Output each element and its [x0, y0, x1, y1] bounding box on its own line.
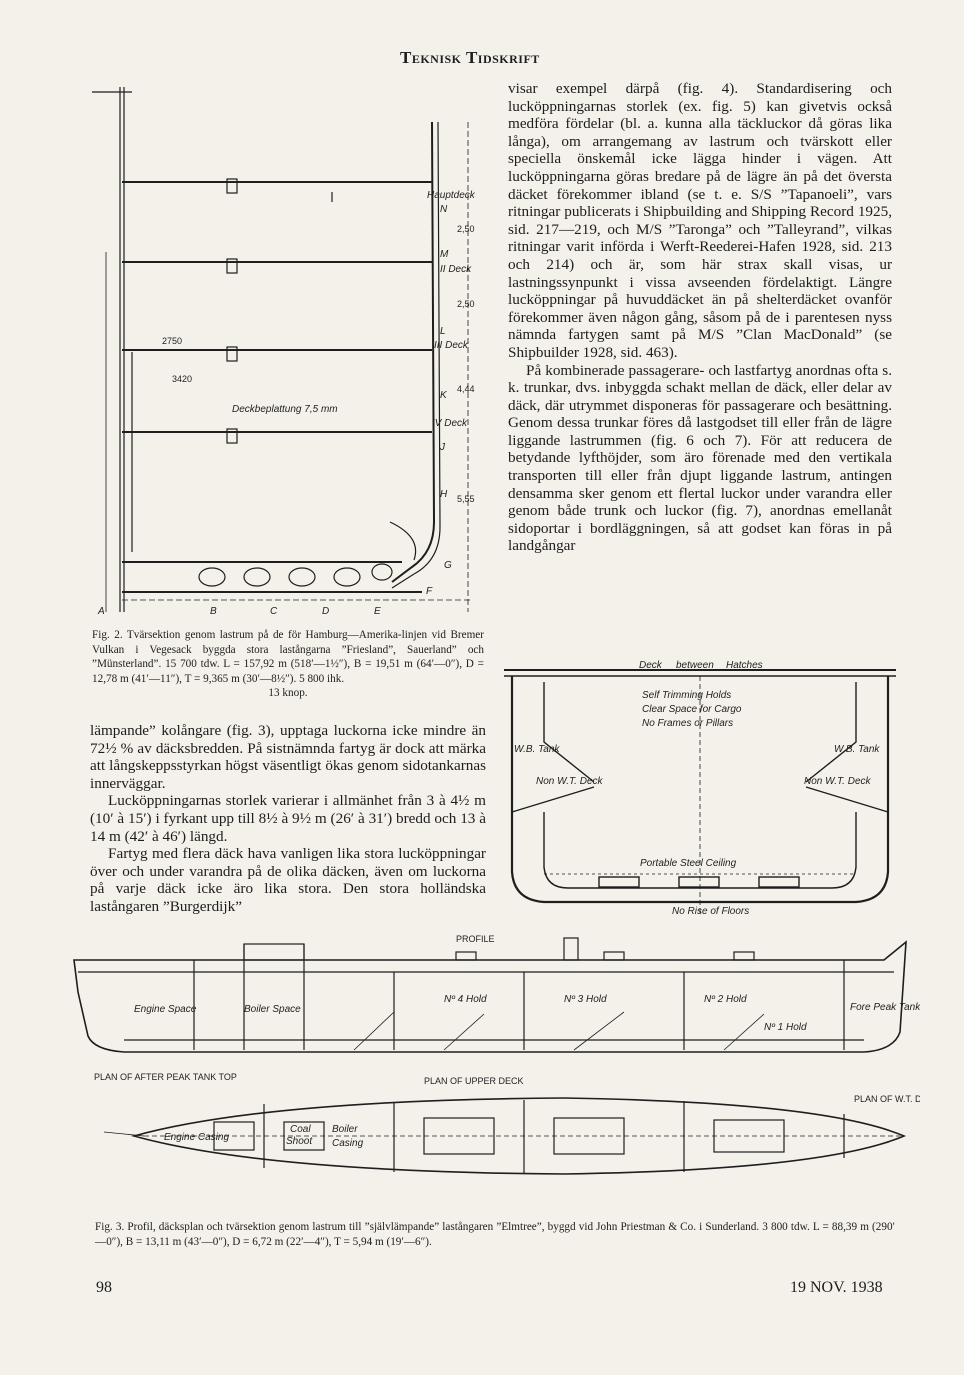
- fig2-label-iii-deck: III Deck: [434, 340, 469, 351]
- plan-label-casing: Casing: [332, 1138, 364, 1149]
- fig2-dim-250a: 2,50: [457, 224, 475, 234]
- fig2-label-c: C: [270, 606, 278, 617]
- fig2-dim-2750: 2750: [162, 336, 182, 346]
- plan-label-coal: Coal: [290, 1124, 311, 1135]
- profile-label-boiler: Boiler Space: [244, 1004, 301, 1015]
- fig2-label-k: K: [440, 390, 448, 401]
- section-label-no-frames: No Frames or Pillars: [642, 718, 733, 729]
- plan-upper-deck-title: PLAN OF UPPER DECK: [424, 1076, 524, 1086]
- section-label-no-rise: No Rise of Floors: [672, 906, 749, 917]
- figure-3-section: Deck between Hatches Self Trimming Holds…: [504, 652, 896, 920]
- fig2-dim-3420: 3420: [172, 374, 192, 384]
- fig2-label-h: H: [440, 489, 448, 500]
- issue-date: 19 NOV. 1938: [790, 1279, 883, 1296]
- figure-3-profile-and-plan: PROFILE Nº 4 Hold Nº 3 Hold Nº 2 Hold Nº…: [64, 932, 920, 1218]
- figure-2-caption: Fig. 2. Tvärsektion genom lastrum på de …: [92, 628, 484, 701]
- fig2-deckbeplattung: Deckbeplattung 7,5 mm: [232, 404, 338, 415]
- plan-label-boiler: Boiler: [332, 1124, 358, 1135]
- fig2-label-g: G: [444, 560, 452, 571]
- page-number: 98: [96, 1279, 112, 1296]
- fig2-label-e: E: [374, 606, 381, 617]
- fig2-label-b: B: [210, 606, 217, 617]
- figure-2-caption-main: Fig. 2. Tvärsektion genom lastrum på de …: [92, 629, 484, 685]
- fig2-label-hauptdeck: Hauptdeck: [427, 190, 476, 201]
- section-label-wb-tank-left: W.B. Tank: [514, 744, 560, 755]
- plan-label-shoot: Shoot: [286, 1136, 313, 1147]
- figure-3-profile-drawing: PROFILE Nº 4 Hold Nº 3 Hold Nº 2 Hold Nº…: [73, 934, 920, 1175]
- fig2-label-m: M: [440, 249, 449, 260]
- profile-label-hold3: Nº 3 Hold: [564, 994, 607, 1005]
- profile-label-fore-peak: Fore Peak Tank: [850, 1002, 920, 1013]
- section-label-deck: Deck: [639, 660, 663, 671]
- masthead: Teknisk Tidskrift: [400, 48, 540, 67]
- plan-fore-title: PLAN OF W.T. DECK: [854, 1094, 920, 1104]
- section-label-wb-tank-right: W.B. Tank: [834, 744, 880, 755]
- figure-2-cross-section: Hauptdeck N M II Deck L III Deck K IV De…: [92, 82, 492, 622]
- section-label-self-trimming: Self Trimming Holds: [642, 690, 731, 701]
- fig2-label-d: D: [322, 606, 329, 617]
- profile-label-engine: Engine Space: [134, 1004, 197, 1015]
- left-paragraph-1: lämpande” kolångare (fig. 3), upptaga lu…: [90, 722, 486, 792]
- right-paragraph-1: visar exempel därpå (fig. 4). Standardis…: [508, 80, 892, 361]
- fig2-label-f: F: [426, 586, 433, 597]
- section-label-between: between: [676, 660, 714, 671]
- fig2-label-iv-deck: IV Deck: [432, 418, 468, 429]
- fig2-label-ii-deck: II Deck: [440, 264, 472, 275]
- fig2-label-a: A: [97, 606, 105, 617]
- section-label-hatches: Hatches: [726, 660, 763, 671]
- right-column-text: visar exempel därpå (fig. 4). Standardis…: [508, 80, 892, 555]
- fig2-label-j: J: [439, 442, 446, 453]
- figure-2-drawing: Hauptdeck N M II Deck L III Deck K IV De…: [92, 87, 476, 617]
- section-label-clear-space: Clear Space for Cargo: [642, 704, 742, 715]
- left-column-text: lämpande” kolångare (fig. 3), upptaga lu…: [90, 722, 486, 916]
- plan-label-engine-casing: Engine Casing: [164, 1132, 229, 1143]
- fig2-label-l: L: [440, 326, 446, 337]
- profile-label-hold2: Nº 2 Hold: [704, 994, 747, 1005]
- figure-3-section-drawing: Deck between Hatches Self Trimming Holds…: [504, 660, 896, 917]
- right-paragraph-2: På kombinerade passagerare- och lastfart…: [508, 361, 892, 555]
- section-label-non-wt-left: Non W.T. Deck: [536, 776, 603, 787]
- left-paragraph-3: Fartyg med flera däck hava vanligen lika…: [90, 845, 486, 915]
- profile-label-hold4: Nº 4 Hold: [444, 994, 487, 1005]
- fig2-dim-250b: 2,50: [457, 299, 475, 309]
- fig2-dim-555: 5,55: [457, 494, 475, 504]
- left-paragraph-2: Lucköppningarnas storlek varierar i allm…: [90, 792, 486, 845]
- section-label-non-wt-right: Non W.T. Deck: [804, 776, 871, 787]
- profile-title: PROFILE: [456, 934, 495, 944]
- plan-after-peak-title: PLAN OF AFTER PEAK TANK TOP: [94, 1072, 237, 1082]
- fig2-label-n: N: [440, 204, 448, 215]
- figure-2-caption-end: 13 knop.: [268, 687, 308, 700]
- profile-label-hold1: Nº 1 Hold: [764, 1022, 807, 1033]
- figure-3-caption: Fig. 3. Profil, däcksplan och tvärsektio…: [95, 1221, 895, 1248]
- fig2-dim-444: 4,44: [457, 384, 475, 394]
- section-label-portable: Portable Steel Ceiling: [640, 858, 737, 869]
